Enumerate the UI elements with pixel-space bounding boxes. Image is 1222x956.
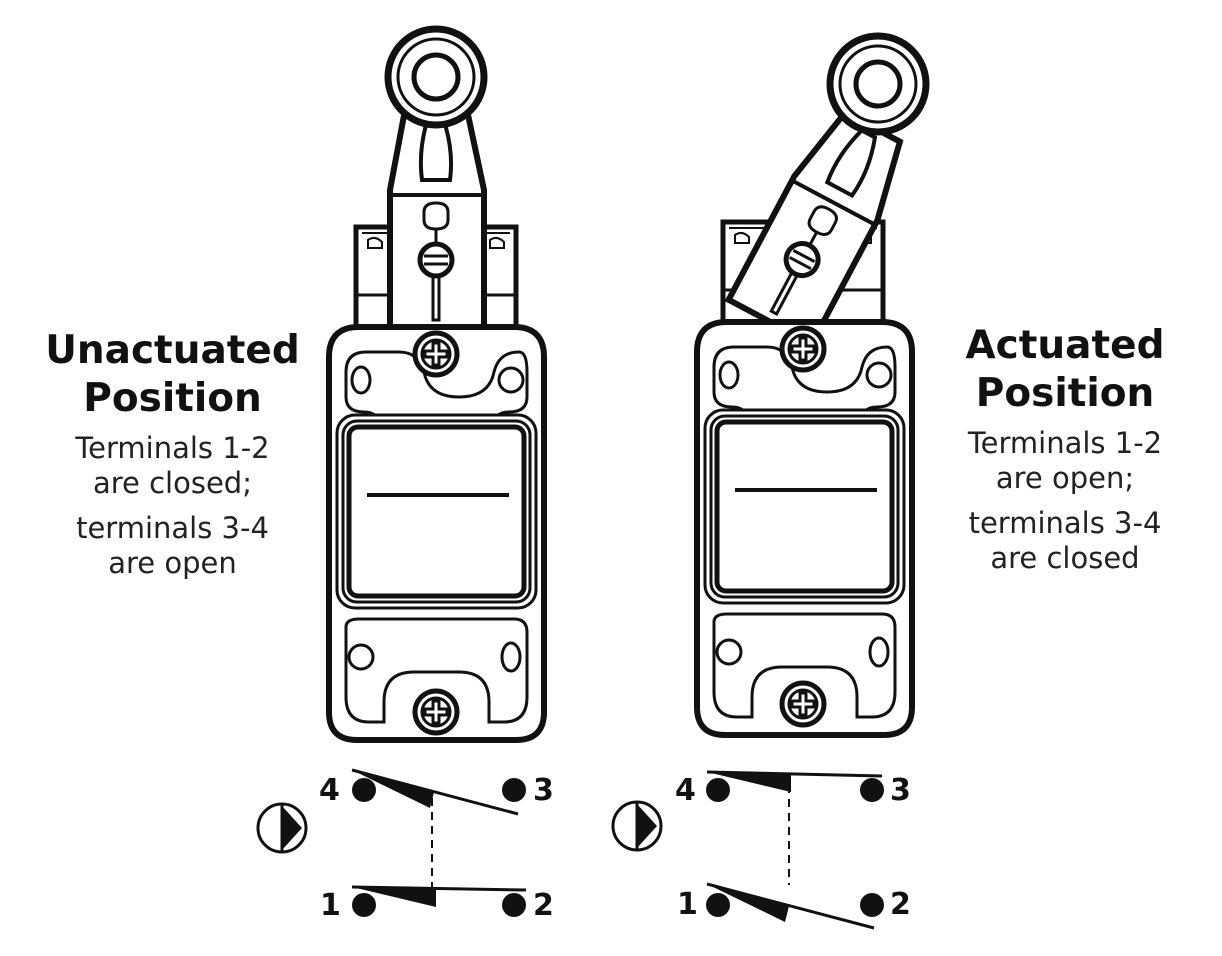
unactuated-desc-line3: terminals 3-4 [76, 511, 269, 545]
terminal-4-label: 4 [675, 773, 696, 808]
actuated-desc-line4: are closed [990, 541, 1140, 575]
actuator-arrow-icon [256, 802, 308, 854]
terminal-1-label: 1 [320, 888, 341, 923]
phillips-screw-icon [415, 691, 457, 733]
switch-body [329, 327, 544, 740]
unactuated-title-line1: Unactuated [45, 328, 300, 373]
actuated-title-line2: Position [975, 371, 1155, 416]
terminal-2-dot [860, 893, 884, 917]
terminal-2-label: 2 [533, 888, 554, 923]
terminal-1-dot [706, 893, 730, 917]
terminal-4-dot [352, 778, 376, 802]
terminal-3-dot [502, 778, 526, 802]
actuator-arrow-icon [611, 800, 663, 852]
unactuated-desc-line4: are open [108, 546, 237, 580]
roller-wheel [384, 25, 488, 129]
actuated-contact-schematic: 4 3 1 2 [611, 770, 911, 930]
phillips-screw-icon [415, 333, 457, 375]
unactuated-switch [329, 25, 544, 740]
actuated-title-line1: Actuated [965, 323, 1165, 368]
lever-arm [387, 107, 487, 333]
terminal-3-label: 3 [890, 773, 911, 808]
actuated-label: Actuated Position Terminals 1-2 are open… [940, 322, 1190, 580]
unactuated-title-line2: Position [83, 376, 262, 421]
terminal-3-label: 3 [533, 773, 554, 808]
actuated-desc-line3: terminals 3-4 [968, 506, 1162, 540]
switch-body [697, 322, 912, 735]
roller-wheel [826, 32, 930, 136]
terminal-1-label: 1 [677, 887, 698, 922]
lever-arm [724, 108, 904, 348]
unactuated-desc-line1: Terminals 1-2 [75, 431, 270, 465]
terminal-1-dot [352, 893, 376, 917]
phillips-screw-icon [782, 328, 824, 370]
terminal-2-dot [502, 893, 526, 917]
terminal-4-label: 4 [319, 773, 340, 808]
unactuated-desc-line2: are closed; [93, 466, 252, 500]
actuated-switch [697, 32, 930, 735]
terminal-3-dot [860, 778, 884, 802]
terminal-4-dot [706, 778, 730, 802]
phillips-screw-icon [782, 683, 824, 725]
terminal-2-label: 2 [890, 887, 911, 922]
unactuated-label: Unactuated Position Terminals 1-2 are cl… [40, 327, 305, 585]
actuated-desc-line1: Terminals 1-2 [967, 426, 1163, 460]
unactuated-contact-schematic: 4 3 1 2 [256, 768, 554, 923]
actuated-desc-line2: are open; [995, 461, 1135, 495]
